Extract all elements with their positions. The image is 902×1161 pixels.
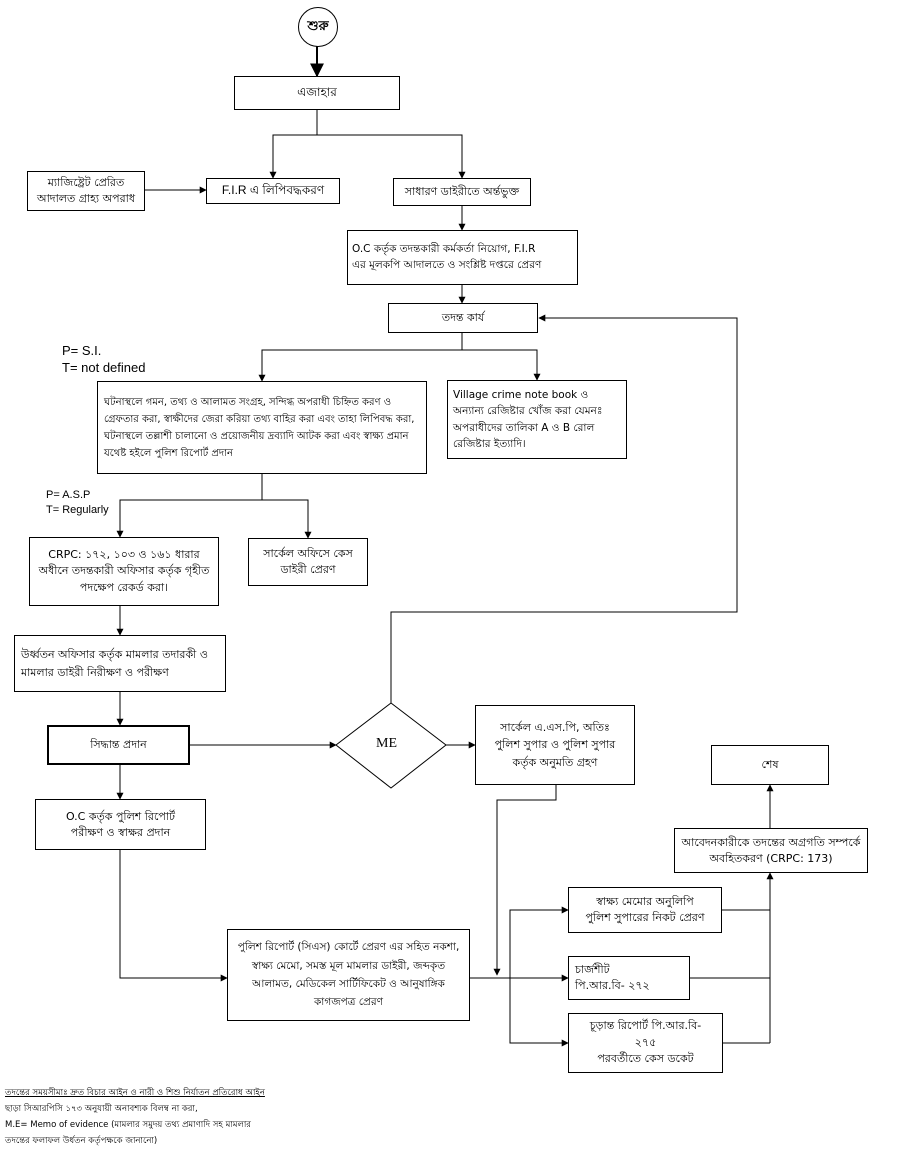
arrow-court-final [509, 978, 569, 1047]
arrow-field-crpc [116, 474, 263, 538]
superior-review-box: উর্ধ্বতন অফিসার কর্তৃক মামলার তদারকী ও ম… [14, 635, 226, 692]
oc-assign-label: O.C কর্তৃক তদন্তকারী কর্মকর্তা নিয়োগ, F… [352, 243, 542, 271]
crpc-record-box: CRPC: ১৭২, ১০৩ ও ১৬১ ধারার অধীনে তদন্তকা… [29, 537, 219, 606]
arrow-court-memo [509, 906, 569, 978]
oc-signature-box: O.C কর্তৃক পুলিশ রিপোর্ট পরীক্ষণ ও স্বাক… [35, 799, 206, 850]
fir-record-label: F.I.R এ লিপিবদ্ধকরণ [221, 183, 325, 198]
arrow-field-circle [262, 499, 312, 539]
arrow-permission-branch [493, 785, 557, 976]
footnote-line-4: তদন্তের ফলাফল উর্ধতন কর্তৃপক্ষকে জানানো) [5, 1136, 158, 1146]
final-report-box: চূড়ান্ত রিপোর্ট পি.আর.বি- ২৭৫ পরবর্তীতে… [568, 1013, 723, 1073]
superior-review-label: উর্ধ্বতন অফিসার কর্তৃক মামলার তদারকী ও ম… [21, 648, 208, 679]
memo-copy-label: স্বাক্ষ্য মেমোর অনুলিপি পুলিশ সুপারের নি… [585, 895, 705, 924]
ejahar-label: এজাহার [297, 85, 337, 100]
end-label: শেষ [761, 758, 779, 772]
footnote-line-1: তদন্তের সময়সীমাঃ দ্রুত বিচার আইন ও নারী… [5, 1088, 265, 1098]
general-diary-box: সাধারণ ডাইরীতে অর্ন্তভুক্ত [393, 178, 531, 206]
t-regularly-label: T= Regularly [46, 504, 109, 516]
field-visit-label: ঘটনাস্থলে গমন, তথ্য ও আলামত সংগ্রহ, সন্দ… [104, 396, 415, 459]
investigation-box: তদন্ত কার্য [388, 303, 538, 333]
magistrate-box: ম্যাজিষ্ট্রেট প্রেরিত আদালত গ্রাহ্য অপরা… [27, 171, 145, 211]
t-not-defined-label: T= not defined [62, 360, 146, 375]
start-label: শুরু [307, 18, 329, 34]
decision-box: সিদ্ধান্ত প্রদান [47, 725, 190, 765]
arrow-investigation-village [462, 349, 541, 381]
p-si-label: P= S.I. [62, 343, 102, 358]
footnote-line-2: ছাড়া সিআরপিসি ১৭৩ অনুযায়ী অনাবশ্যক বিল… [5, 1104, 198, 1114]
permission-box: সার্কেল এ.এস.পি, অতিঃ পুলিশ সুপার ও পুলি… [475, 705, 635, 785]
circle-office-label: সার্কেল অফিসে কেস ডাইরী প্রেরণ [263, 547, 353, 576]
court-send-label: পুলিশ রিপোর্ট (সিএস) কোর্টে প্রেরণ এর সহ… [237, 941, 460, 1009]
court-send-box: পুলিশ রিপোর্ট (সিএস) কোর্টে প্রেরণ এর সহ… [227, 929, 470, 1021]
crpc-record-label: CRPC: ১৭২, ১০৩ ও ১৬১ ধারার অধীনে তদন্তকা… [38, 547, 210, 594]
oc-assign-box: O.C কর্তৃক তদন্তকারী কর্মকর্তা নিয়োগ, F… [347, 230, 578, 285]
investigation-label: তদন্ত কার্য [441, 311, 485, 325]
general-diary-label: সাধারণ ডাইরীতে অর্ন্তভুক্ত [404, 185, 520, 199]
circle-office-box: সার্কেল অফিসে কেস ডাইরী প্রেরণ [248, 538, 368, 586]
fir-record-box: F.I.R এ লিপিবদ্ধকরণ [206, 178, 340, 204]
footnote-line-3: M.E= Memo of evidence (মামলার সমুদয় তথ্… [5, 1120, 251, 1130]
ejahar-box: এজাহার [234, 76, 400, 110]
village-crime-label: Village crime note book ও অন্যান্য রেজিষ… [453, 388, 603, 450]
arrow-ejahar-diary [317, 134, 466, 179]
final-report-label: চূড়ান্ত রিপোর্ট পি.আর.বি- ২৭৫ পরবর্তীতে… [589, 1019, 702, 1066]
charge-sheet-label: চার্জশীট পি.আর.বি- ২৭২ [575, 963, 650, 992]
start-node: শুরু [298, 7, 338, 47]
arrow-me-investigation [390, 314, 738, 703]
magistrate-label: ম্যাজিষ্ট্রেট প্রেরিত আদালত গ্রাহ্য অপরা… [36, 176, 136, 205]
decision-label: সিদ্ধান্ত প্রদান [90, 738, 147, 752]
village-crime-box: Village crime note book ও অন্যান্য রেজিষ… [447, 380, 627, 459]
memo-copy-box: স্বাক্ষ্য মেমোর অনুলিপি পুলিশ সুপারের নি… [568, 887, 722, 933]
p-asp-label: P= A.S.P [46, 489, 91, 501]
arrow-oc-court [119, 850, 228, 982]
notify-box: আবেদনকারীকে তদন্তের অগ্রগতি সম্পর্কে অবহ… [674, 828, 868, 873]
me-diamond [335, 702, 447, 789]
end-box: শেষ [711, 745, 829, 785]
charge-sheet-box: চার্জশীট পি.আর.বি- ২৭২ [568, 956, 690, 1000]
notify-label: আবেদনকারীকে তদন্তের অগ্রগতি সম্পর্কে অবহ… [681, 835, 861, 865]
arrow-investigation-field [258, 333, 463, 382]
me-label: ME [376, 736, 397, 751]
oc-signature-label: O.C কর্তৃক পুলিশ রিপোর্ট পরীক্ষণ ও স্বাক… [65, 809, 176, 839]
field-visit-box: ঘটনাস্থলে গমন, তথ্য ও আলামত সংগ্রহ, সন্দ… [97, 381, 427, 474]
arrow-ejahar-fir [269, 110, 318, 179]
permission-label: সার্কেল এ.এস.পি, অতিঃ পুলিশ সুপার ও পুলি… [494, 720, 616, 769]
